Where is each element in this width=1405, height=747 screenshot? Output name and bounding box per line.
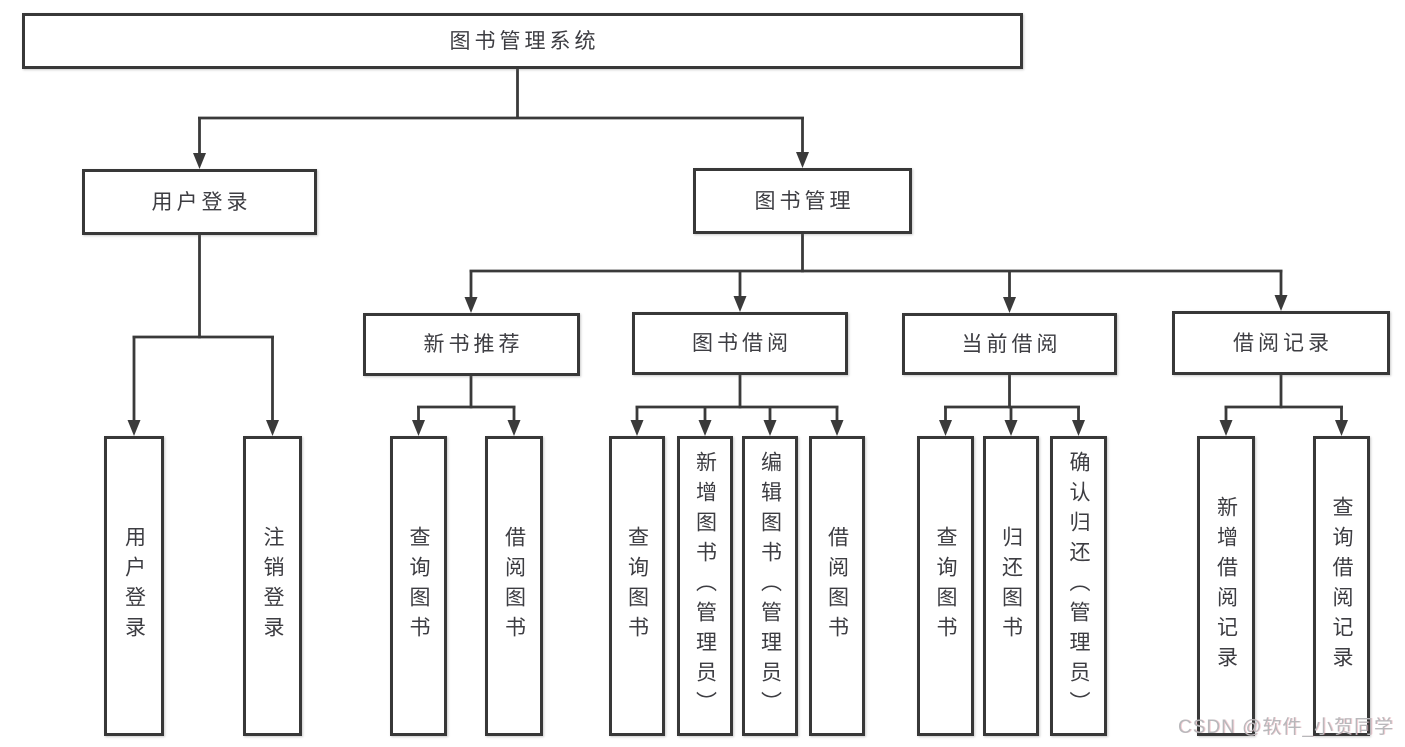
node-current-borrow: 当前借阅 <box>902 313 1117 375</box>
node-label: 用户登录 <box>151 190 252 214</box>
node-label: 借阅图书 <box>825 526 849 646</box>
node-label: 查询借阅记录 <box>1330 496 1353 676</box>
node-label: 编辑图书（管理员） <box>758 451 782 721</box>
node-label: 查询图书 <box>407 526 430 646</box>
node-leaf-confirm-return-admin: 确认归还（管理员） <box>1050 436 1107 736</box>
node-leaf-borrow-books-1: 借阅图书 <box>485 436 543 736</box>
node-label: 借阅图书 <box>502 526 526 646</box>
node-leaf-logout: 注销登录 <box>243 436 302 736</box>
node-label: 查询图书 <box>625 526 649 646</box>
node-leaf-add-borrow-record: 新增借阅记录 <box>1197 436 1255 736</box>
node-leaf-add-books-admin: 新增图书（管理员） <box>677 436 733 736</box>
node-leaf-search-books-3: 查询图书 <box>917 436 974 736</box>
node-borrow-records: 借阅记录 <box>1172 311 1390 375</box>
node-new-book-recommend: 新书推荐 <box>363 313 580 376</box>
node-book-borrow: 图书借阅 <box>632 312 848 375</box>
node-root-book-management-system: 图书管理系统 <box>22 13 1023 69</box>
node-label: 注销登录 <box>261 526 284 646</box>
csdn-watermark: CSDN @软件_小贺同学 <box>1178 717 1394 738</box>
node-label: 图书管理 <box>754 189 855 213</box>
node-label: 新增借阅记录 <box>1214 496 1238 676</box>
node-leaf-search-borrow-record: 查询借阅记录 <box>1313 436 1370 736</box>
node-leaf-search-books-2: 查询图书 <box>609 436 665 736</box>
node-leaf-borrow-books-2: 借阅图书 <box>809 436 865 736</box>
node-leaf-edit-books-admin: 编辑图书（管理员） <box>742 436 798 736</box>
node-label: 图书借阅 <box>692 332 792 355</box>
node-label: 新书推荐 <box>423 333 524 356</box>
node-leaf-return-books: 归还图书 <box>983 436 1039 736</box>
node-leaf-user-login: 用户登录 <box>104 436 164 736</box>
node-label: 确认归还（管理员） <box>1067 451 1090 721</box>
node-label: 当前借阅 <box>961 332 1062 356</box>
node-leaf-search-books-1: 查询图书 <box>390 436 447 736</box>
node-user-login: 用户登录 <box>82 169 317 235</box>
node-label: 归还图书 <box>999 526 1023 646</box>
node-label: 借阅记录 <box>1233 331 1333 355</box>
node-book-management: 图书管理 <box>693 168 912 234</box>
node-label: 用户登录 <box>122 526 146 646</box>
node-label: 查询图书 <box>934 526 957 646</box>
node-label: 新增图书（管理员） <box>693 451 717 721</box>
node-label: 图书管理系统 <box>449 29 600 53</box>
